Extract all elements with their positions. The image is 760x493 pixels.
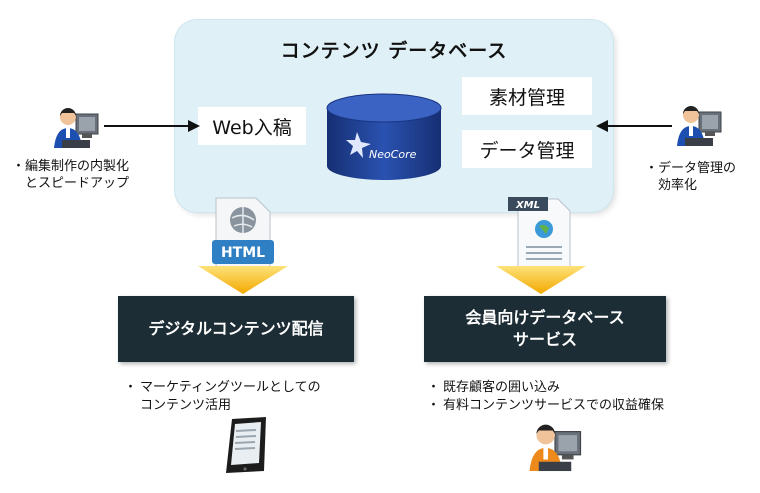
digital-bullet-1-cont: コンテンツ活用 (140, 398, 232, 413)
yellow-down-arrow-left (198, 266, 288, 294)
member-service-title-line2: サービス (512, 330, 577, 349)
member-bullet-2: 有料コンテンツサービスでの収益確保 (443, 398, 665, 413)
html-file-icon: HTML (212, 197, 274, 271)
database-title: コンテンツ データベース (280, 40, 508, 62)
web-input-label: Web入稿 (198, 107, 306, 145)
neocore-star-icon (346, 132, 371, 158)
left-user-note: ・編集制作の内製化 とスピードアップ (12, 158, 129, 192)
customer-user-icon (529, 424, 582, 472)
data-management-label: データ管理 (462, 130, 592, 168)
right-arrow-to-data (596, 120, 672, 132)
right-user-note: ・データ管理の 効率化 (645, 160, 736, 194)
xml-label: XML (515, 200, 540, 211)
tablet-icon (226, 417, 266, 473)
right-user-icon (677, 106, 722, 146)
right-note-line1: データ管理の (658, 161, 737, 176)
bullet-dot: ・ (645, 161, 659, 176)
member-bullets: ・既存顧客の囲い込み ・有料コンテンツサービスでの収益確保 (427, 379, 664, 415)
left-note-line2: とスピードアップ (25, 176, 130, 191)
left-arrow-to-web (104, 120, 200, 132)
bullet-dot: ・ (12, 159, 26, 174)
xml-file-icon: XML (508, 197, 571, 272)
right-note-line2: 効率化 (658, 178, 698, 193)
member-bullet-1: 既存顧客の囲い込み (443, 380, 561, 395)
yellow-down-arrow-right (496, 266, 586, 294)
left-note-line1: 編集制作の内製化 (25, 159, 130, 174)
bullet-dot: ・ (427, 380, 441, 395)
database-cylinder-icon: NeoCore (326, 93, 442, 180)
member-database-service-box: 会員向けデータベース サービス (424, 296, 666, 362)
left-user-icon (54, 108, 99, 148)
html-label: HTML (221, 245, 265, 261)
web-input-text: Web入稿 (212, 116, 292, 139)
bullet-dot: ・ (427, 398, 441, 413)
digital-bullets: ・マーケティングツールとしての コンテンツ活用 (124, 379, 321, 415)
digital-bullet-1: マーケティングツールとしての (140, 380, 321, 395)
bullet-dot: ・ (124, 380, 138, 395)
neocore-logo-text: NeoCore (369, 148, 417, 161)
digital-content-delivery-box: デジタルコンテンツ配信 (118, 296, 354, 362)
member-service-title-line1: 会員向けデータベース (465, 308, 625, 327)
data-management-text: データ管理 (479, 139, 575, 162)
digital-content-delivery-title: デジタルコンテンツ配信 (148, 319, 324, 338)
material-management-label: 素材管理 (462, 77, 592, 115)
material-management-text: 素材管理 (488, 86, 565, 109)
